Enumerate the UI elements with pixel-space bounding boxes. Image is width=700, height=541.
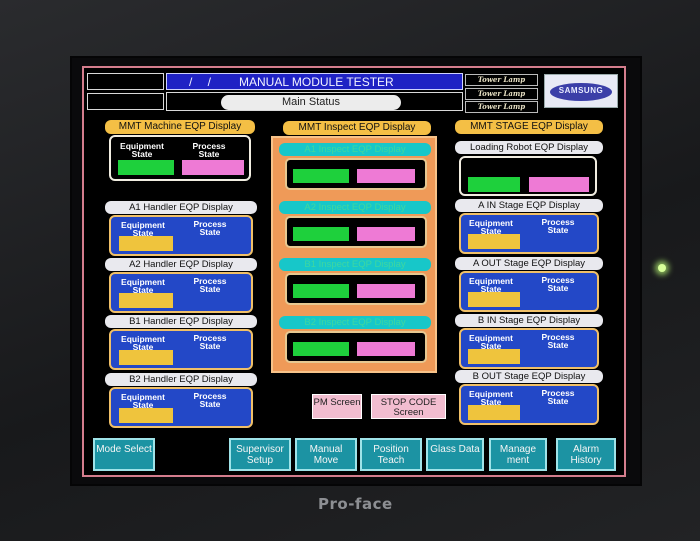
- main-status-button[interactable]: Main Status: [221, 95, 401, 110]
- power-led: [658, 264, 666, 272]
- b2-inspect-process-indicator: [357, 342, 415, 356]
- loading-robot-label: Loading Robot EQP Display: [455, 141, 603, 154]
- b2-inspect-label: B2 Inspect EQP Display: [279, 316, 431, 329]
- position-teach-button[interactable]: Position Teach: [360, 438, 422, 471]
- inspect-frame: A1 Inspect EQP Display A2 Inspect EQP Di…: [271, 136, 437, 373]
- equipment-state-label: Equipment State: [120, 141, 164, 159]
- equipment-state-label: Equipment State: [121, 220, 165, 238]
- b-in-stage-panel[interactable]: Equipment State Process State: [459, 328, 599, 369]
- inspect-panel-title: MMT Inspect EQP Display: [283, 121, 431, 135]
- stop-code-screen-button[interactable]: STOP CODE Screen: [371, 394, 446, 419]
- a-out-stage-label: A OUT Stage EQP Display: [455, 257, 603, 270]
- pm-screen-button[interactable]: PM Screen: [312, 394, 362, 419]
- b2-inspect-equipment-indicator: [293, 342, 349, 356]
- a2-inspect-process-indicator: [357, 227, 415, 241]
- b1-handler-label: B1 Handler EQP Display: [105, 315, 257, 328]
- header-left-box-top: [87, 73, 164, 90]
- b-out-stage-panel[interactable]: Equipment State Process State: [459, 384, 599, 425]
- loading-robot-panel[interactable]: [459, 156, 597, 196]
- a1-inspect-label: A1 Inspect EQP Display: [279, 143, 431, 156]
- b2-handler-equipment-indicator: [119, 408, 173, 423]
- equipment-state-label: Equipment State: [121, 392, 165, 410]
- manual-move-button[interactable]: Manual Move: [295, 438, 357, 471]
- b1-handler-panel[interactable]: Equipment State Process State: [109, 329, 253, 370]
- process-state-label: Process State: [541, 332, 575, 350]
- a2-inspect-equipment-indicator: [293, 227, 349, 241]
- a2-handler-label: A2 Handler EQP Display: [105, 258, 257, 271]
- machine-process-indicator: [182, 160, 244, 175]
- process-state-label: Process State: [193, 333, 227, 351]
- samsung-logo: SAMSUNG: [544, 74, 618, 108]
- process-state-label: Process State: [193, 391, 227, 409]
- equipment-state-label: Equipment State: [469, 389, 513, 407]
- a1-inspect-equipment-indicator: [293, 169, 349, 183]
- management-button[interactable]: Manage ment: [489, 438, 547, 471]
- b2-inspect-panel[interactable]: [285, 331, 427, 363]
- header-left-box-bottom: [87, 93, 164, 110]
- a-out-stage-equipment-indicator: [468, 292, 520, 307]
- b2-handler-label: B2 Handler EQP Display: [105, 373, 257, 386]
- a-in-stage-panel[interactable]: Equipment State Process State: [459, 213, 599, 254]
- process-state-label: Process State: [192, 141, 226, 159]
- tower-lamp-2: Tower Lamp: [465, 88, 538, 100]
- process-state-label: Process State: [541, 217, 575, 235]
- b1-inspect-label: B1 Inspect EQP Display: [279, 258, 431, 271]
- title-slashes: / /: [189, 75, 218, 89]
- process-state-label: Process State: [193, 219, 227, 237]
- equipment-state-label: Equipment State: [121, 277, 165, 295]
- a2-inspect-label: A2 Inspect EQP Display: [279, 201, 431, 214]
- a1-inspect-panel[interactable]: [285, 158, 427, 190]
- a2-handler-equipment-indicator: [119, 293, 173, 308]
- a1-handler-panel[interactable]: Equipment State Process State: [109, 215, 253, 256]
- glass-data-button[interactable]: Glass Data: [426, 438, 484, 471]
- process-state-label: Process State: [541, 388, 575, 406]
- loading-robot-process-indicator: [529, 177, 589, 192]
- tower-lamp-3: Tower Lamp: [465, 101, 538, 113]
- stage-panel-title: MMT STAGE EQP Display: [455, 120, 603, 134]
- process-state-label: Process State: [193, 276, 227, 294]
- a1-inspect-process-indicator: [357, 169, 415, 183]
- title-bar: / / MANUAL MODULE TESTER: [166, 73, 463, 90]
- b1-inspect-panel[interactable]: [285, 273, 427, 305]
- b-in-stage-equipment-indicator: [468, 349, 520, 364]
- machine-panel-title: MMT Machine EQP Display: [105, 120, 255, 134]
- a1-handler-equipment-indicator: [119, 236, 173, 251]
- process-state-label: Process State: [541, 275, 575, 293]
- supervisor-setup-button[interactable]: Supervisor Setup: [229, 438, 291, 471]
- b1-inspect-process-indicator: [357, 284, 415, 298]
- a2-inspect-panel[interactable]: [285, 216, 427, 248]
- b-out-stage-equipment-indicator: [468, 405, 520, 420]
- equipment-state-label: Equipment State: [469, 218, 513, 236]
- hmi-screen: / / MANUAL MODULE TESTER Main Status Tow…: [82, 66, 626, 477]
- a1-handler-label: A1 Handler EQP Display: [105, 201, 257, 214]
- device-brand-logo: Pro-face: [318, 495, 393, 513]
- b2-handler-panel[interactable]: Equipment State Process State: [109, 387, 253, 428]
- page-title: MANUAL MODULE TESTER: [239, 75, 394, 89]
- machine-status-panel[interactable]: Equipment State Process State: [109, 135, 251, 181]
- equipment-state-label: Equipment State: [469, 276, 513, 294]
- b1-inspect-equipment-indicator: [293, 284, 349, 298]
- alarm-history-button[interactable]: Alarm History: [556, 438, 616, 471]
- loading-robot-equipment-indicator: [468, 177, 520, 192]
- equipment-state-label: Equipment State: [121, 334, 165, 352]
- tower-lamp-1: Tower Lamp: [465, 74, 538, 86]
- a-in-stage-label: A IN Stage EQP Display: [455, 199, 603, 212]
- equipment-state-label: Equipment State: [469, 333, 513, 351]
- machine-equipment-indicator: [118, 160, 174, 175]
- b-in-stage-label: B IN Stage EQP Display: [455, 314, 603, 327]
- logo-text: SAMSUNG: [558, 86, 604, 95]
- b1-handler-equipment-indicator: [119, 350, 173, 365]
- a-out-stage-panel[interactable]: Equipment State Process State: [459, 271, 599, 312]
- a2-handler-panel[interactable]: Equipment State Process State: [109, 272, 253, 313]
- a-in-stage-equipment-indicator: [468, 234, 520, 249]
- mode-select-button[interactable]: Mode Select: [93, 438, 155, 471]
- b-out-stage-label: B OUT Stage EQP Display: [455, 370, 603, 383]
